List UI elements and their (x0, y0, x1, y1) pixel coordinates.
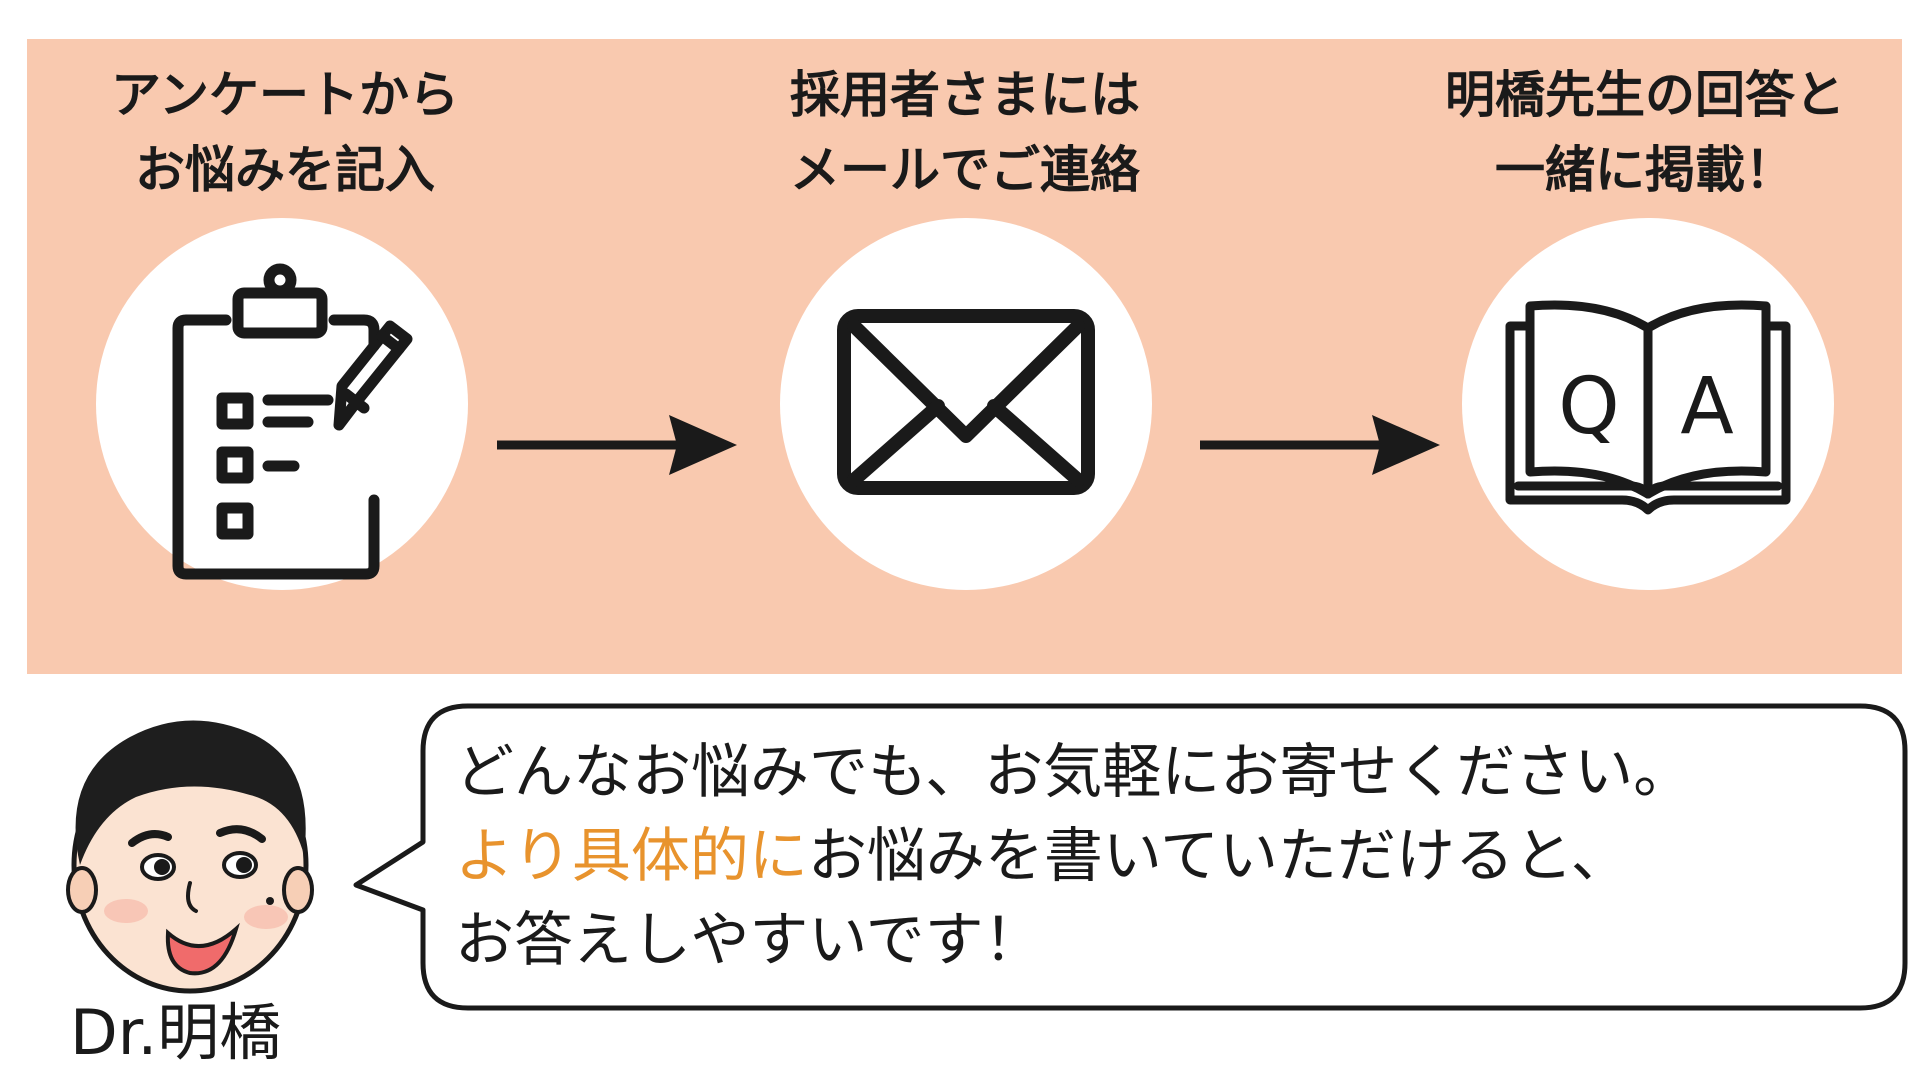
step-1-line1: アンケートから (111, 66, 459, 124)
step-1-label: アンケートから お悩みを記入 (45, 58, 525, 208)
bubble-line-2: より具体的にお悩みを書いていただけると、 (455, 814, 1885, 898)
step-3-line1: 明橋先生の回答と (1445, 66, 1845, 124)
bubble-message: どんなお悩みでも、お気軽にお寄せください。 より具体的にお悩みを書いていただける… (455, 730, 1885, 982)
step-2-label: 採用者さまには メールでご連絡 (725, 58, 1205, 208)
bubble-line-3: お答えしやすいです！ (455, 905, 1043, 974)
step-2-line1: 採用者さまには (790, 66, 1140, 124)
bubble-line-1: どんなお悩みでも、お気軽にお寄せください。 (455, 737, 1693, 806)
speaker-name: Dr.明橋 (70, 996, 282, 1069)
step-3-label: 明橋先生の回答と 一緒に掲載！ (1405, 58, 1885, 208)
step-3-line2: 一緒に掲載！ (1495, 141, 1795, 199)
qa-book-q: Q (1558, 362, 1619, 452)
arrow-1 (497, 415, 737, 475)
arrow-2 (1200, 415, 1440, 475)
step-2-circle (780, 218, 1152, 590)
step-3-circle: Q A (1462, 218, 1834, 590)
step-1-circle (96, 218, 468, 590)
mail-envelope-icon (837, 309, 1095, 495)
step-1-line2: お悩みを記入 (135, 141, 435, 199)
doctor-face-illustration (66, 720, 314, 994)
speech-bubble (353, 703, 1908, 1011)
qa-book-icon: Q A (1505, 300, 1791, 515)
clipboard-checklist-icon (172, 263, 413, 580)
qa-book-a: A (1680, 362, 1733, 452)
bubble-highlight: より具体的に (455, 821, 808, 890)
step-2-line2: メールでご連絡 (790, 141, 1140, 199)
bubble-line-2-rest: お悩みを書いていただけると、 (807, 821, 1630, 890)
